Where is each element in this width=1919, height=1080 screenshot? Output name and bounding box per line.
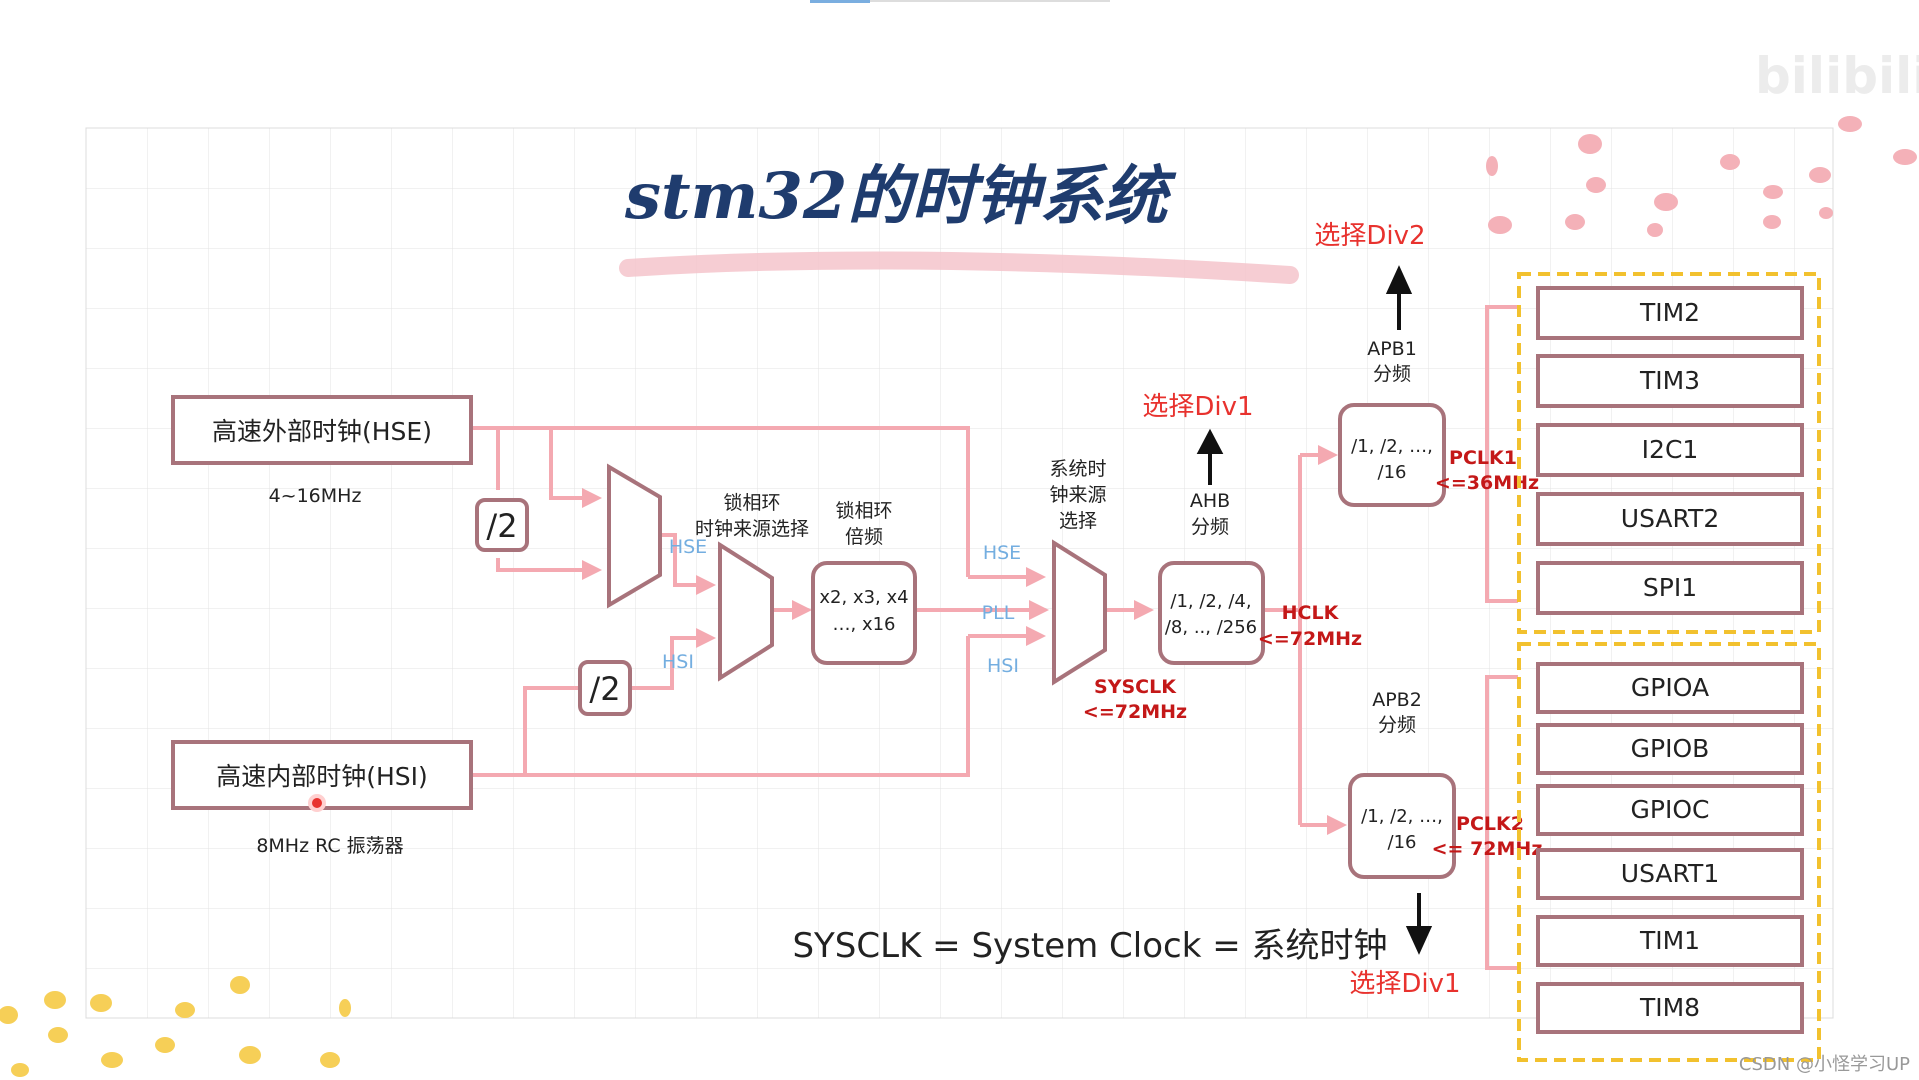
- apb1-label-2: 分频: [1373, 363, 1411, 385]
- sys-src-in-hsi: HSI: [987, 655, 1019, 677]
- title-underline: [619, 251, 1299, 284]
- periph-usart2: USART2: [1621, 504, 1719, 533]
- pclk2-out-1: PCLK2: [1456, 813, 1524, 835]
- periph-gpiob: GPIOB: [1631, 734, 1710, 763]
- sysclk-formula: SYSCLK = System Clock = 系统时钟: [792, 926, 1387, 966]
- periph-box-tim2: [1536, 286, 1804, 340]
- hse-div2-box: [475, 498, 529, 552]
- hse-freq: 4~16MHz: [269, 485, 362, 507]
- periph-usart1: USART1: [1621, 859, 1719, 888]
- periph-box-usart2: [1536, 492, 1804, 546]
- pll-mul-text-2: …, x16: [833, 614, 896, 635]
- ahb-text-2: /8, .., /256: [1165, 617, 1257, 638]
- periph-box-usart1: [1536, 848, 1804, 900]
- pll-src-in-hse: HSE: [669, 536, 707, 558]
- periph-tim1: TIM1: [1639, 926, 1700, 955]
- hse-mux: [607, 463, 662, 609]
- connection-lines: [471, 305, 1518, 970]
- apb2-peripherals: GPIOA GPIOB GPIOC USART1 TIM1 TIM8: [1536, 662, 1804, 1034]
- apb1-select: 选择Div2: [1314, 221, 1425, 251]
- pll-mul-text-1: x2, x3, x4: [819, 587, 908, 608]
- apb2-label-1: APB2: [1372, 689, 1422, 711]
- top-progress-track: [870, 0, 1110, 2]
- sysclk-out-1: SYSCLK: [1094, 676, 1177, 698]
- periph-box-gpiob: [1536, 723, 1804, 775]
- periph-box-i2c1: [1536, 423, 1804, 477]
- periph-box-gpioa: [1536, 662, 1804, 714]
- ahb-select: 选择Div1: [1142, 392, 1253, 422]
- periph-box-tim8: [1536, 982, 1804, 1034]
- apb2-prescaler-box: [1348, 773, 1456, 879]
- pll-source-mux: [718, 541, 774, 682]
- hsi-label: 高速内部时钟(HSI): [216, 762, 428, 791]
- apb1-peripheral-group: [1517, 272, 1821, 634]
- apb1-text-1: /1, /2, …,: [1351, 436, 1433, 457]
- pll-mul-label-1: 锁相环: [835, 500, 892, 522]
- sys-src-label-1: 系统时: [1049, 458, 1106, 480]
- apb2-peripheral-group: [1517, 642, 1821, 1062]
- sys-src-label-3: 选择: [1059, 510, 1097, 532]
- hclk-out-1: HCLK: [1282, 602, 1340, 624]
- hclk-out-2: <=72MHz: [1258, 628, 1362, 650]
- cursor-dot: [308, 794, 326, 812]
- title: stm32的时钟系统: [624, 159, 1177, 234]
- pll-mul-label-2: 倍频: [845, 526, 883, 548]
- periph-tim3: TIM3: [1639, 366, 1700, 395]
- pll-src-label-2: 时钟来源选择: [695, 518, 809, 540]
- sys-src-label-2: 钟来源: [1049, 484, 1106, 506]
- pll-multiplier-box: [811, 561, 917, 665]
- sys-src-in-hse: HSE: [983, 542, 1021, 564]
- pll-src-label-1: 锁相环: [723, 492, 780, 514]
- ahb-label-1: AHB: [1190, 490, 1230, 512]
- periph-spi1: SPI1: [1643, 573, 1697, 602]
- periph-i2c1: I2C1: [1642, 435, 1699, 464]
- hsi-freq: 8MHz RC 振荡器: [256, 835, 403, 857]
- apb1-label-1: APB1: [1367, 338, 1417, 360]
- ahb-label-2: 分频: [1191, 516, 1229, 538]
- apb1-peripherals: TIM2 TIM3 I2C1 USART2 SPI1: [1536, 286, 1804, 615]
- hse-label: 高速外部时钟(HSE): [212, 417, 432, 446]
- pclk2-out-2: <= 72MHz: [1432, 838, 1543, 860]
- periph-box-spi1: [1536, 561, 1804, 615]
- sysclk-mux: [1052, 539, 1107, 686]
- ahb-text-1: /1, /2, /4,: [1170, 591, 1251, 612]
- pclk1-out-2: <=36MHz: [1435, 472, 1539, 494]
- apb2-text-2: /16: [1388, 832, 1417, 853]
- apb1-text-2: /16: [1378, 462, 1407, 483]
- hsi-div2-box: [578, 660, 632, 716]
- periph-tim8: TIM8: [1639, 993, 1700, 1022]
- decorative-dots: [0, 116, 1917, 1077]
- hse-box: [171, 395, 473, 465]
- periph-gpioa: GPIOA: [1631, 673, 1709, 702]
- apb2-label-2: 分频: [1378, 714, 1416, 736]
- apb2-select: 选择Div1: [1349, 969, 1460, 999]
- apb2-text-1: /1, /2, …,: [1361, 806, 1443, 827]
- periph-box-tim3: [1536, 354, 1804, 408]
- bilibili-logo: bilibili: [1755, 47, 1919, 105]
- csdn-watermark: CSDN @小怪学习UP: [1739, 1054, 1910, 1075]
- sysclk-out-2: <=72MHz: [1083, 701, 1187, 723]
- pclk1-out-1: PCLK1: [1449, 447, 1517, 469]
- periph-gpioc: GPIOC: [1631, 795, 1710, 824]
- hse-div2-label: /2: [486, 507, 517, 545]
- periph-tim2: TIM2: [1639, 298, 1700, 327]
- sys-src-in-pll: PLL: [982, 602, 1015, 624]
- periph-box-tim1: [1536, 915, 1804, 967]
- periph-box-gpioc: [1536, 784, 1804, 836]
- top-progress-mark: [810, 0, 870, 3]
- apb1-prescaler-box: [1338, 403, 1446, 507]
- hsi-div2-label: /2: [589, 670, 620, 708]
- ahb-prescaler-box: [1158, 561, 1265, 665]
- select-arrows: [1196, 265, 1433, 955]
- pll-src-in-hsi: HSI: [662, 651, 694, 673]
